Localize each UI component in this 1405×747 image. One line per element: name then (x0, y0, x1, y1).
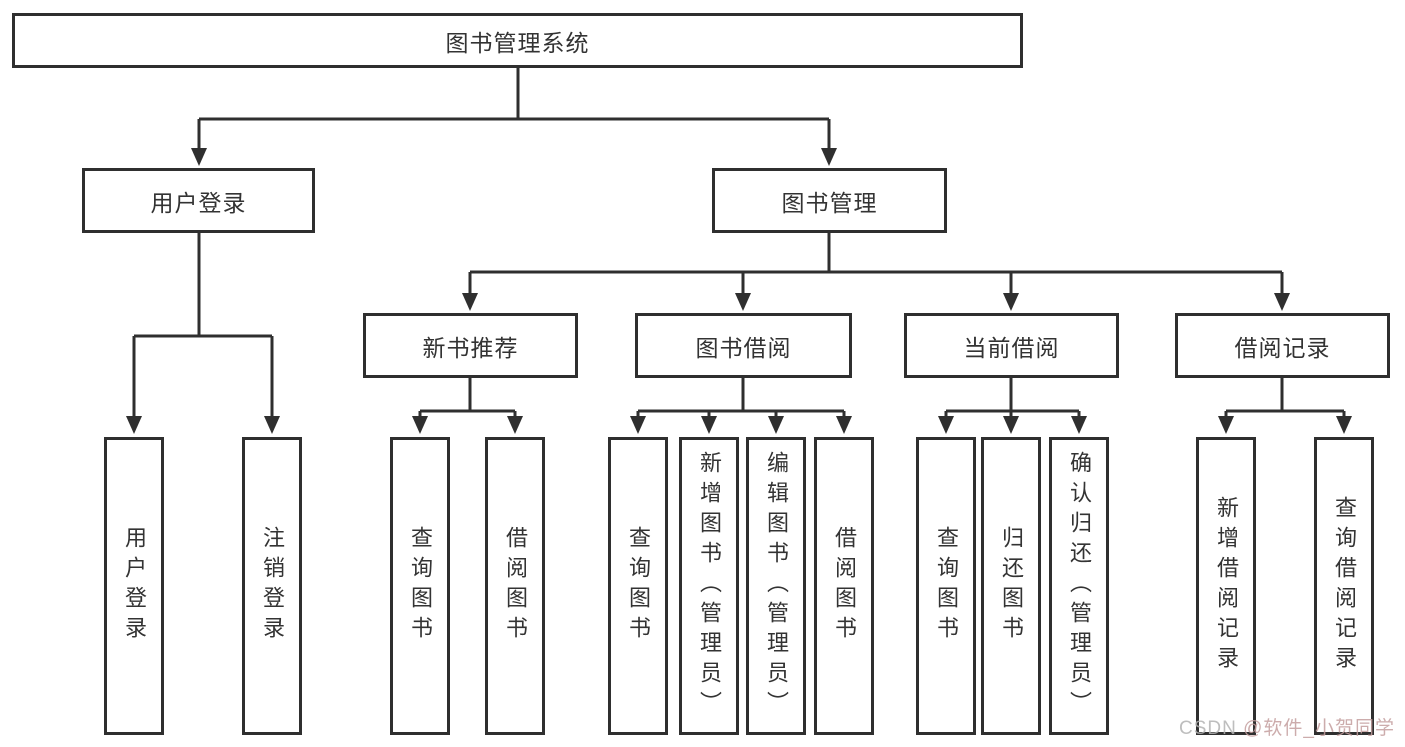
arrowheads (126, 148, 1352, 434)
node-user-login: 用户登录 (82, 168, 315, 233)
node-root: 图书管理系统 (12, 13, 1023, 68)
leaf-edit-book-admin: 编辑图书（管理员） (746, 437, 806, 735)
node-borrow-records: 借阅记录 (1175, 313, 1390, 378)
leaf-confirm-return-admin: 确认归还（管理员） (1049, 437, 1109, 735)
leaf-logout: 注销登录 (242, 437, 302, 735)
leaf-query-borrow-record: 查询借阅记录 (1314, 437, 1374, 735)
leaf-return-book: 归还图书 (981, 437, 1041, 735)
watermark: CSDN @软件_小贺同学 (1179, 713, 1395, 740)
leaf-query-books-borrow: 查询图书 (608, 437, 668, 735)
leaf-borrow-books-borrow: 借阅图书 (814, 437, 874, 735)
watermark-site: CSDN (1179, 718, 1244, 739)
watermark-handle: @软件_小贺同学 (1243, 718, 1395, 739)
leaf-add-borrow-record: 新增借阅记录 (1196, 437, 1256, 735)
node-new-book-recommend: 新书推荐 (363, 313, 578, 378)
node-current-borrow: 当前借阅 (904, 313, 1119, 378)
leaf-query-books-current: 查询图书 (916, 437, 976, 735)
leaf-borrow-books-recommend: 借阅图书 (485, 437, 545, 735)
leaf-add-book-admin: 新增图书（管理员） (679, 437, 739, 735)
node-book-management: 图书管理 (712, 168, 947, 233)
leaf-query-books-recommend: 查询图书 (390, 437, 450, 735)
leaf-user-login: 用户登录 (104, 437, 164, 735)
node-book-borrow: 图书借阅 (635, 313, 852, 378)
